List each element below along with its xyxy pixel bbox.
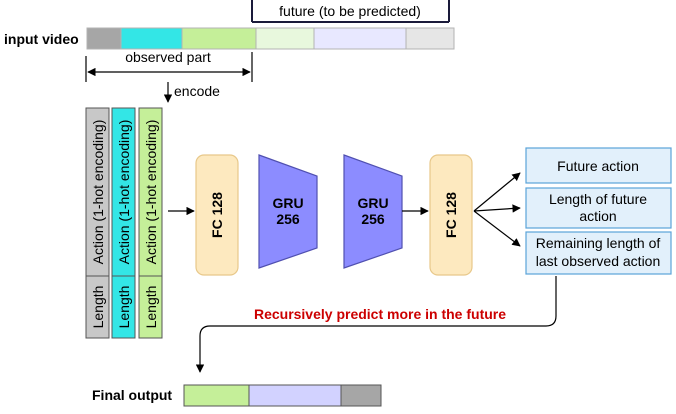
output-box-future-action xyxy=(525,147,672,184)
encoding-length-label: Length xyxy=(143,286,159,329)
input-video-segment xyxy=(313,27,407,50)
final-output-label: Final output xyxy=(92,387,172,403)
encoding-length-cell xyxy=(111,275,136,339)
fanout-arrow-2 xyxy=(473,204,521,213)
fc-layer-2 xyxy=(429,154,473,276)
encoding-length-label: Length xyxy=(116,286,132,329)
final-output-bar xyxy=(183,384,382,407)
output-box-remaining-length xyxy=(525,231,672,275)
fc-layer-2-label: FC 128 xyxy=(443,192,459,238)
output-3-line-1: Remaining length of xyxy=(536,235,661,251)
input-video-bar xyxy=(86,27,455,50)
gru-layer-1 xyxy=(258,154,318,269)
output-box-future-length xyxy=(525,187,672,229)
input-video-segment xyxy=(255,27,315,50)
input-video-segment xyxy=(405,27,455,50)
final-output-segment xyxy=(248,384,342,407)
future-bracket xyxy=(251,0,450,23)
input-video-segment xyxy=(120,27,183,50)
output-3-line-2: last observed action xyxy=(536,253,661,269)
fc-layer-1 xyxy=(195,154,239,276)
fc-layer-1-label: FC 128 xyxy=(209,192,225,238)
gru-layer-1-label-1: GRU xyxy=(272,195,303,211)
gru-layer-1-label-2: 256 xyxy=(276,211,300,227)
fanout-arrow-1 xyxy=(473,172,521,212)
fanout-arrow-3 xyxy=(473,210,521,247)
gru-layer-2-label-2: 256 xyxy=(361,211,385,227)
recursive-label: Recursively predict more in the future xyxy=(254,306,506,322)
future-label: future (to be predicted) xyxy=(279,3,421,19)
observed-label: observed part xyxy=(125,49,211,65)
output-2-line-2: action xyxy=(579,208,616,224)
encoding-length-cell xyxy=(138,275,163,339)
output-2-line-1: Length of future xyxy=(549,191,647,207)
recursive-loop-arrow xyxy=(195,276,557,373)
gru-layer-2-label-1: GRU xyxy=(357,195,388,211)
encode-label: encode xyxy=(174,83,220,99)
final-output-segment xyxy=(340,384,382,407)
final-output-segment xyxy=(183,384,250,407)
encoding-length-label: Length xyxy=(90,286,106,329)
gru-layer-2 xyxy=(343,154,403,269)
encoding-columns: Action (1-hot encoding) Length Action (1-h… xyxy=(85,107,163,339)
encoding-action-label: Action (1-hot encoding) xyxy=(143,120,159,265)
encoding-action-label: Action (1-hot encoding) xyxy=(90,120,106,265)
encoding-action-label: Action (1-hot encoding) xyxy=(116,120,132,265)
input-video-label: input video xyxy=(4,31,79,47)
input-video-segment xyxy=(86,27,122,50)
output-1-line-1: Future action xyxy=(557,158,639,174)
input-video-segment xyxy=(181,27,257,50)
encoding-length-cell xyxy=(85,275,110,339)
